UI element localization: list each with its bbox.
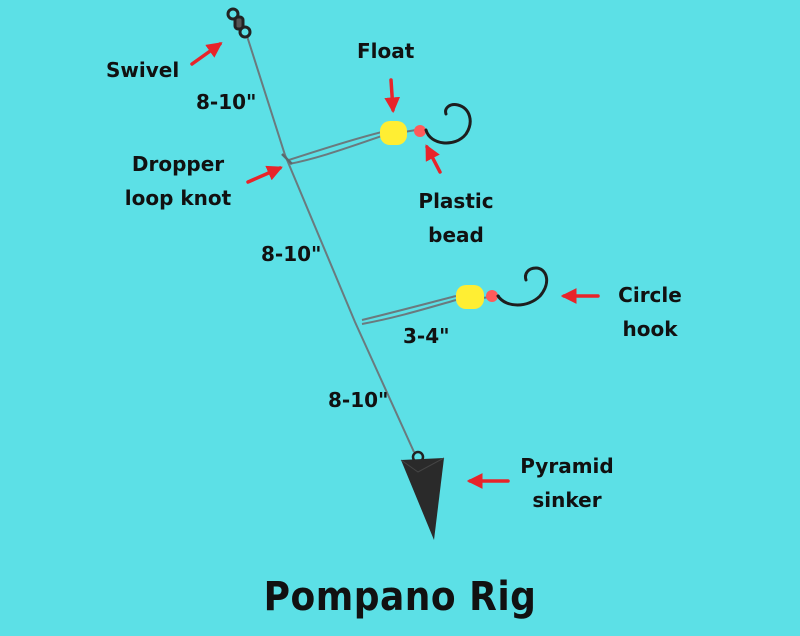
- measure-bottom: 8-10": [328, 388, 389, 412]
- label-pyramid-sinker: Pyramid sinker: [512, 453, 622, 513]
- arrow-float: [384, 78, 401, 114]
- label-sinker-line1: Pyramid: [520, 454, 614, 478]
- label-circle-hook: Circle hook: [605, 282, 695, 342]
- label-bead-line2: bead: [428, 223, 484, 247]
- label-dropper-loop-knot: Dropper loop knot: [118, 151, 238, 211]
- upper-circle-hook: [424, 103, 472, 145]
- label-float: Float: [357, 39, 415, 63]
- lower-float: [456, 285, 484, 309]
- label-bead-line1: Plastic: [418, 189, 494, 213]
- diagram-title: Pompano Rig: [263, 574, 537, 620]
- lower-circle-hook: [496, 266, 549, 307]
- label-dropper-line2: loop knot: [124, 186, 232, 210]
- arrow-dropper: [246, 165, 283, 184]
- arrow-swivel: [190, 42, 223, 66]
- pyramid-sinker: [400, 450, 445, 540]
- arrow-bead: [425, 144, 442, 174]
- swivel-icon: [226, 7, 252, 39]
- label-plastic-bead: Plastic bead: [406, 188, 506, 248]
- main-line: [246, 35, 415, 453]
- label-sinker-line2: sinker: [532, 488, 602, 512]
- measure-middle: 8-10": [261, 242, 322, 266]
- measure-top: 8-10": [196, 90, 257, 114]
- dropper-knot: [281, 153, 293, 165]
- lower-bead: [486, 290, 498, 302]
- measure-dropper: 3-4": [403, 324, 450, 348]
- upper-bead: [414, 125, 426, 137]
- label-swivel: Swivel: [106, 58, 180, 82]
- label-hook-line2: hook: [622, 317, 678, 341]
- label-hook-line1: Circle: [618, 283, 682, 307]
- label-dropper-line1: Dropper: [131, 152, 225, 176]
- upper-float: [380, 121, 407, 145]
